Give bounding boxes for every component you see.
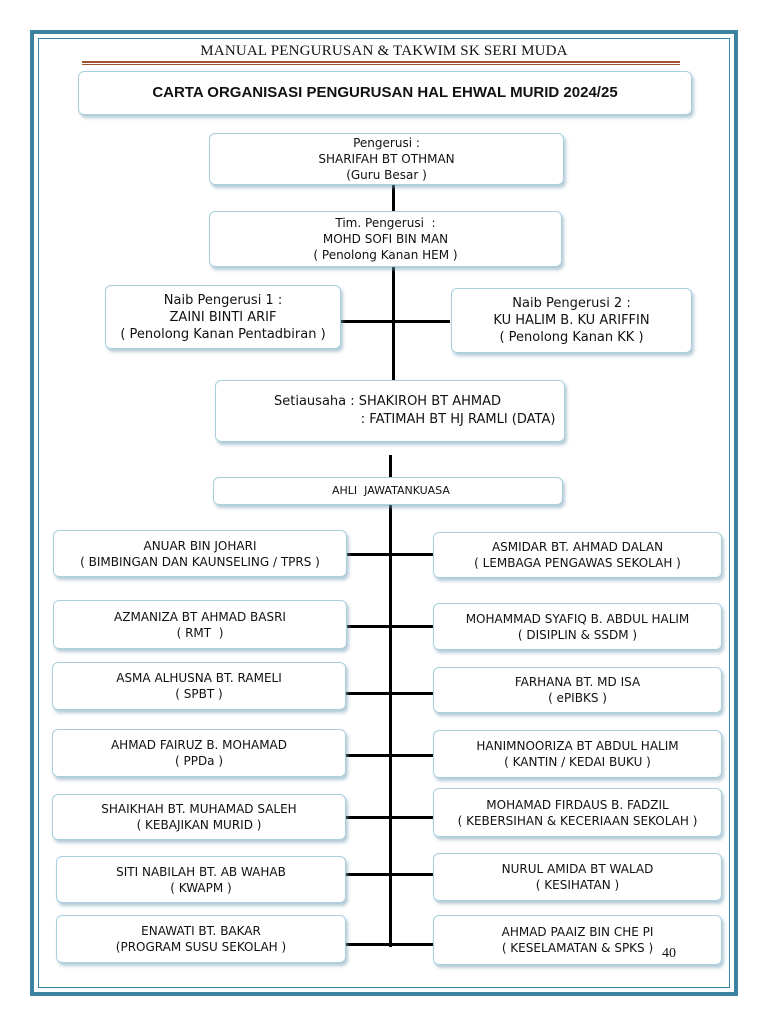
member-name: ENAWATI BT. BAKAR [141,924,261,938]
member-right-2: MOHAMMAD SYAFIQ B. ABDUL HALIM ( DISIPLI… [433,603,722,650]
member-name: ASMA ALHUSNA BT. RAMELI [116,671,282,685]
tim-pengerusi-name: MOHD SOFI BIN MAN [322,232,449,246]
setiausaha-box: Setiausaha : SHAKIROH BT AHMAD : FATIMAH… [215,380,565,442]
connector-row-2 [346,625,434,628]
member-duty: ( KANTIN / KEDAI BUKU ) [504,755,651,769]
member-duty: ( KESELAMATAN & SPKS ) [501,941,654,955]
member-left-7: ENAWATI BT. BAKAR (PROGRAM SUSU SEKOLAH … [56,915,346,963]
naib-2-role: Naib Pengerusi 2 : [512,296,631,311]
member-duty: ( ePIBKS ) [548,691,607,705]
connector-row-5 [346,816,434,819]
member-name: SHAIKHAH BT. MUHAMAD SALEH [101,802,297,816]
member-left-1: ANUAR BIN JOHARI ( BIMBINGAN DAN KAUNSEL… [53,530,347,577]
page-number: 40 [662,946,676,961]
member-duty: (PROGRAM SUSU SEKOLAH ) [115,940,287,954]
connector-row-3 [346,692,434,695]
connector-row-1 [346,553,434,556]
member-duty: ( KEBERSIHAN & KECERIAAN SEKOLAH ) [457,813,698,828]
member-name: HANIMNOORIZA BT ABDUL HALIM [476,739,679,753]
naib-1-name: ZAINI BINTI ARIF [169,309,277,325]
member-duty: ( KEBAJIKAN MURID ) [136,818,262,832]
page-frame-inner [38,38,730,988]
member-right-1: ASMIDAR BT. AHMAD DALAN ( LEMBAGA PENGAW… [433,532,722,578]
member-duty: ( SPBT ) [175,687,223,701]
member-name: MOHAMMAD SYAFIQ B. ABDUL HALIM [465,611,690,626]
connector-setiausaha-ahli [389,455,392,480]
member-name: ANUAR BIN JOHARI [143,538,257,553]
member-name: AHMAD PAAIZ BIN CHE PI [501,925,654,939]
member-duty: ( BIMBINGAN DAN KAUNSELING / TPRS ) [80,554,320,569]
connector-row-7 [346,943,434,946]
member-name: AZMANIZA BT AHMAD BASRI [114,609,286,624]
connector-naib [338,320,450,323]
setiausaha-line-1: Setiausaha : SHAKIROH BT AHMAD [274,394,501,409]
member-duty: ( RMT ) [176,625,224,640]
connector-row-4 [346,754,434,757]
member-duty: ( PPDa ) [174,754,224,768]
chart-title-box: CARTA ORGANISASI PENGURUSAN HAL EHWAL MU… [78,71,692,115]
connector-trunk-members [389,503,392,947]
member-left-4: AHMAD FAIRUZ B. MOHAMAD ( PPDa ) [52,729,346,777]
pengerusi-box: Pengerusi : SHARIFAH BT OTHMAN (Guru Bes… [209,133,564,185]
ahli-jawatankuasa-box: AHLI JAWATANKUASA [213,477,563,505]
member-name: SITI NABILAH BT. AB WAHAB [116,864,286,879]
member-name: AHMAD FAIRUZ B. MOHAMAD [110,738,288,752]
member-left-2: AZMANIZA BT AHMAD BASRI ( RMT ) [53,600,347,649]
naib-pengerusi-2-box: Naib Pengerusi 2 : KU HALIM B. KU ARIFFI… [451,288,692,353]
connector-trunk-top [392,183,395,383]
member-right-6: NURUL AMIDA BT WALAD ( KESIHATAN ) [433,853,722,901]
member-right-5: MOHAMAD FIRDAUS B. FADZIL ( KEBERSIHAN &… [433,788,722,837]
member-right-4: HANIMNOORIZA BT ABDUL HALIM ( KANTIN / K… [433,730,722,778]
setiausaha-line-2: : FATIMAH BT HJ RAMLI (DATA) [274,412,556,427]
member-left-5: SHAIKHAH BT. MUHAMAD SALEH ( KEBAJIKAN M… [52,794,346,840]
member-duty: ( KWAPM ) [170,880,232,895]
page-frame-outer [30,30,738,996]
member-right-7: AHMAD PAAIZ BIN CHE PI ( KESELAMATAN & S… [433,915,722,965]
member-name: MOHAMAD FIRDAUS B. FADZIL [486,797,669,812]
member-left-3: ASMA ALHUSNA BT. RAMELI ( SPBT ) [52,662,346,710]
connector-row-6 [346,873,434,876]
member-duty: ( KESIHATAN ) [535,878,620,892]
member-name: ASMIDAR BT. AHMAD DALAN [491,540,664,554]
chart-title: CARTA ORGANISASI PENGURUSAN HAL EHWAL MU… [152,84,618,101]
pengerusi-title: (Guru Besar ) [346,168,427,182]
tim-pengerusi-role: Tim. Pengerusi : [335,216,436,230]
naib-pengerusi-1-box: Naib Pengerusi 1 : ZAINI BINTI ARIF ( Pe… [105,285,341,349]
pengerusi-name: SHARIFAH BT OTHMAN [318,152,455,166]
naib-2-name: KU HALIM B. KU ARIFFIN [493,313,650,328]
tim-pengerusi-title: ( Penolong Kanan HEM ) [313,248,458,262]
member-duty: ( LEMBAGA PENGAWAS SEKOLAH ) [474,556,681,570]
tim-pengerusi-box: Tim. Pengerusi : MOHD SOFI BIN MAN ( Pen… [209,211,562,267]
member-name: FARHANA BT. MD ISA [514,675,641,689]
ahli-jawatankuasa-label: AHLI JAWATANKUASA [332,484,450,497]
header-rule [82,61,680,63]
pengerusi-role: Pengerusi : [353,136,420,150]
member-name: NURUL AMIDA BT WALAD [501,862,654,876]
header-rule-thin [82,64,680,65]
manual-header-title: MANUAL PENGURUSAN & TAKWIM SK SERI MUDA [200,43,568,59]
member-left-6: SITI NABILAH BT. AB WAHAB ( KWAPM ) [56,856,346,903]
naib-1-title: ( Penolong Kanan Pentadbiran ) [120,326,326,342]
naib-2-title: ( Penolong Kanan KK ) [499,330,644,345]
naib-1-role: Naib Pengerusi 1 : [163,292,283,308]
member-right-3: FARHANA BT. MD ISA ( ePIBKS ) [433,667,722,713]
member-duty: ( DISIPLIN & SSDM ) [517,627,638,642]
